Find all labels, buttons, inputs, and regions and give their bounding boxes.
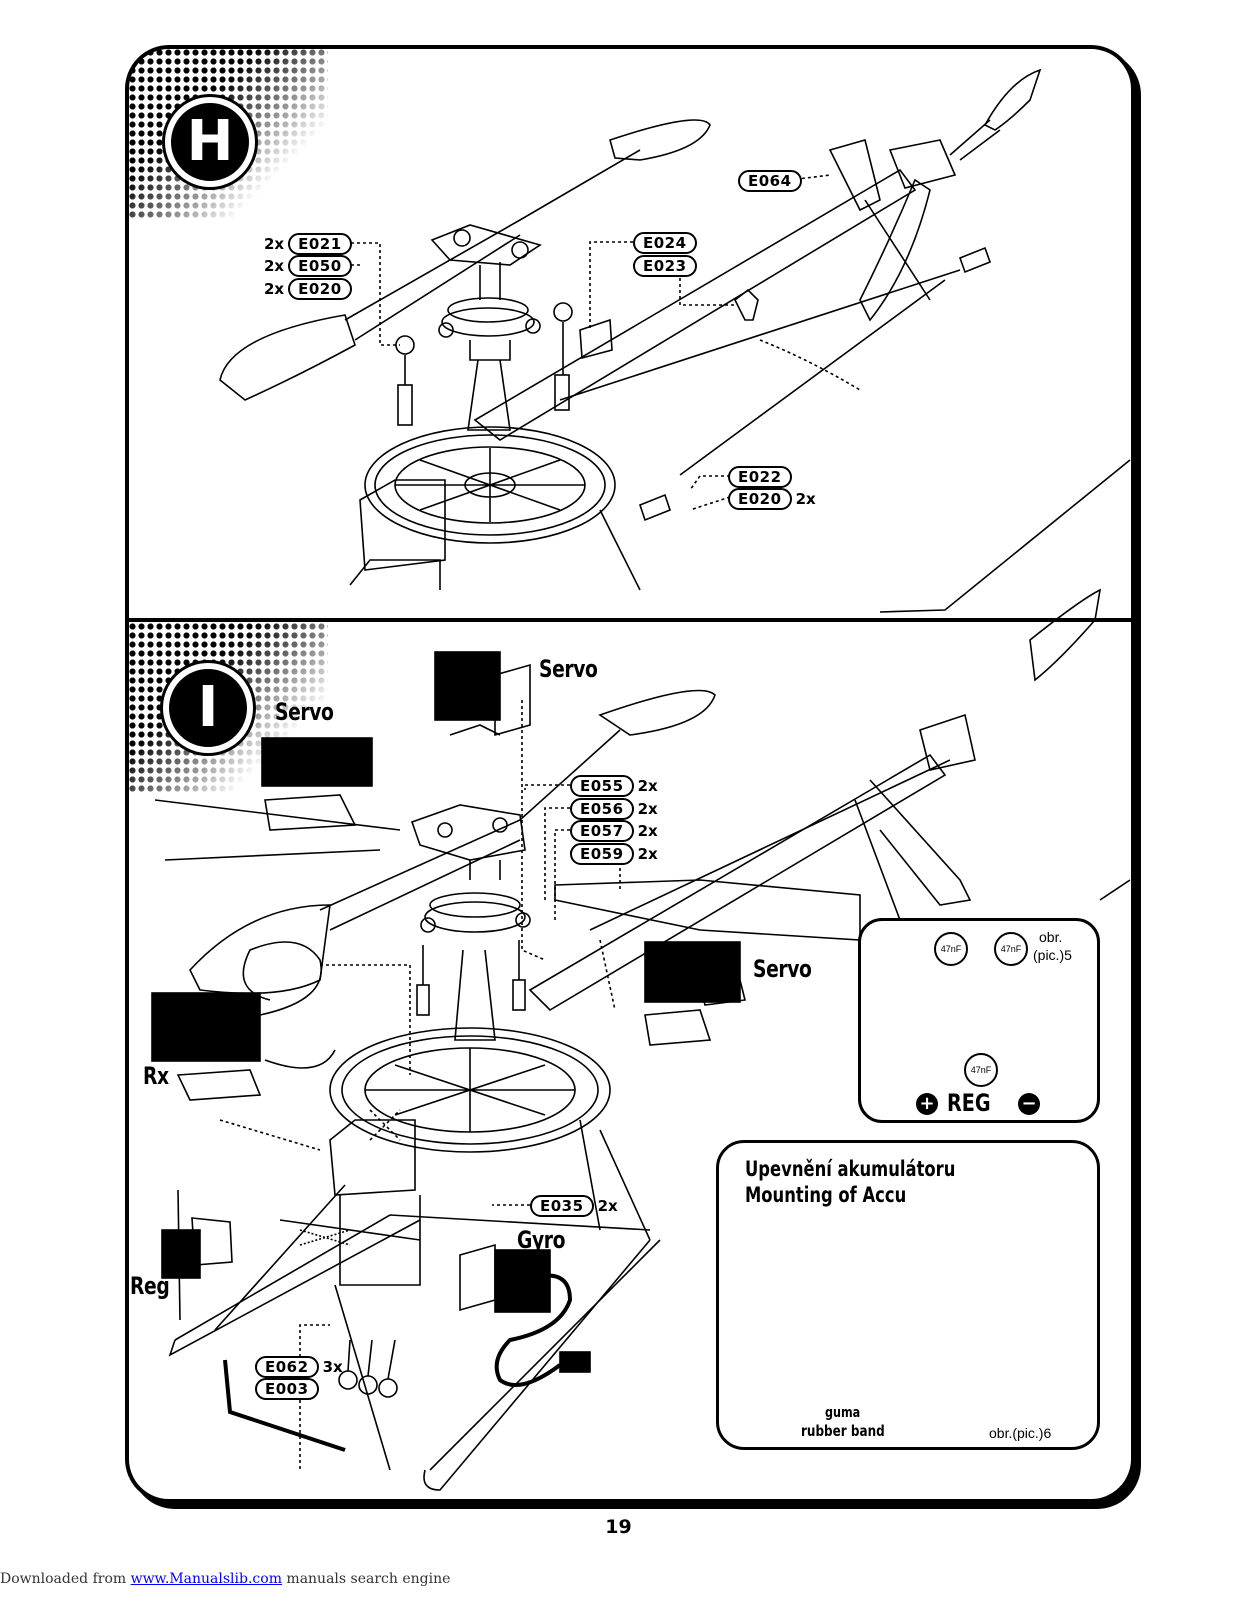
label-rx: Rx: [143, 1062, 169, 1090]
capacitor-left: 47nF: [934, 932, 968, 966]
part-callout-e056: E056 2x: [570, 797, 658, 820]
reg-label: REG: [947, 1089, 991, 1117]
reg-inset-caption: obr.: [1039, 929, 1063, 945]
reg-inset-caption-2: (pic.)5: [1033, 947, 1072, 963]
footer-suffix: manuals search engine: [281, 1571, 451, 1587]
part-code: E057: [570, 819, 634, 842]
part-callout-e023: E023: [633, 254, 697, 277]
part-code: E020: [728, 487, 792, 510]
accu-title-cz: Upevnění akumulátoru: [745, 1157, 956, 1181]
part-callout-e024: E024: [633, 231, 697, 254]
label-gyro: Gyro: [517, 1226, 566, 1254]
part-callout-e020-b: E020 2x: [728, 487, 816, 510]
part-callout-e062: E062 3x: [255, 1355, 343, 1378]
part-code: E056: [570, 797, 634, 820]
part-code: E062: [255, 1355, 319, 1378]
footer-prefix: Downloaded from: [0, 1571, 131, 1587]
section-divider: [125, 618, 1135, 622]
band-label-cz: guma: [825, 1405, 861, 1421]
capacitor-bottom: 47nF: [964, 1053, 998, 1087]
part-qty: 2x: [597, 1196, 618, 1215]
manualslib-link[interactable]: www.Manualslib.com: [130, 1571, 282, 1587]
part-code: E035: [530, 1194, 594, 1217]
part-callout-e021: 2x E021: [264, 232, 352, 255]
reg-wiring-inset: obr. (pic.)5 47nF 47nF 47nF + REG −: [858, 918, 1100, 1123]
part-callout-e050: 2x E050: [264, 254, 352, 277]
minus-terminal-icon: −: [1018, 1093, 1040, 1115]
label-servo-left: Servo: [275, 698, 334, 726]
footer: Downloaded from www.Manualslib.com manua…: [0, 1571, 450, 1587]
part-code: E022: [728, 465, 792, 488]
part-code: E024: [633, 231, 697, 254]
part-qty: 2x: [637, 799, 658, 818]
part-qty: 2x: [637, 821, 658, 840]
label-reg: Reg: [130, 1272, 170, 1300]
part-qty: 2x: [264, 234, 285, 253]
part-code: E023: [633, 254, 697, 277]
part-code: E055: [570, 774, 634, 797]
part-callout-e035: E035 2x: [530, 1194, 618, 1217]
part-code: E003: [255, 1377, 319, 1400]
part-callout-e022: E022: [728, 465, 792, 488]
part-callout-e055: E055 2x: [570, 774, 658, 797]
part-code: E020: [288, 277, 352, 300]
capacitor-right: 47nF: [994, 932, 1028, 966]
step-h-badge: H: [165, 97, 255, 187]
page-number: 19: [605, 1516, 632, 1538]
part-callout-e020: 2x E020: [264, 277, 352, 300]
part-code: E064: [738, 169, 802, 192]
accu-inset-caption: obr.(pic.)6: [989, 1425, 1052, 1441]
part-callout-e057: E057 2x: [570, 819, 658, 842]
label-servo-top: Servo: [539, 655, 598, 683]
label-servo-right: Servo: [753, 955, 812, 983]
step-i-badge: I: [163, 663, 253, 753]
part-qty: 3x: [322, 1357, 343, 1376]
part-callout-e064: E064: [738, 169, 802, 192]
part-qty: 2x: [637, 776, 658, 795]
part-callout-e059: E059 2x: [570, 842, 658, 865]
plus-terminal-icon: +: [916, 1093, 938, 1115]
part-code: E050: [288, 254, 352, 277]
part-qty: 2x: [637, 844, 658, 863]
part-code: E059: [570, 842, 634, 865]
band-label-en: rubber band: [801, 1422, 885, 1440]
accu-title-en: Mounting of Accu: [745, 1183, 907, 1207]
part-qty: 2x: [264, 279, 285, 298]
part-qty: 2x: [264, 256, 285, 275]
part-qty: 2x: [795, 489, 816, 508]
part-code: E021: [288, 232, 352, 255]
accu-mounting-inset: Upevnění akumulátoru Mounting of Accu gu…: [716, 1140, 1100, 1450]
part-callout-e003: E003: [255, 1377, 319, 1400]
